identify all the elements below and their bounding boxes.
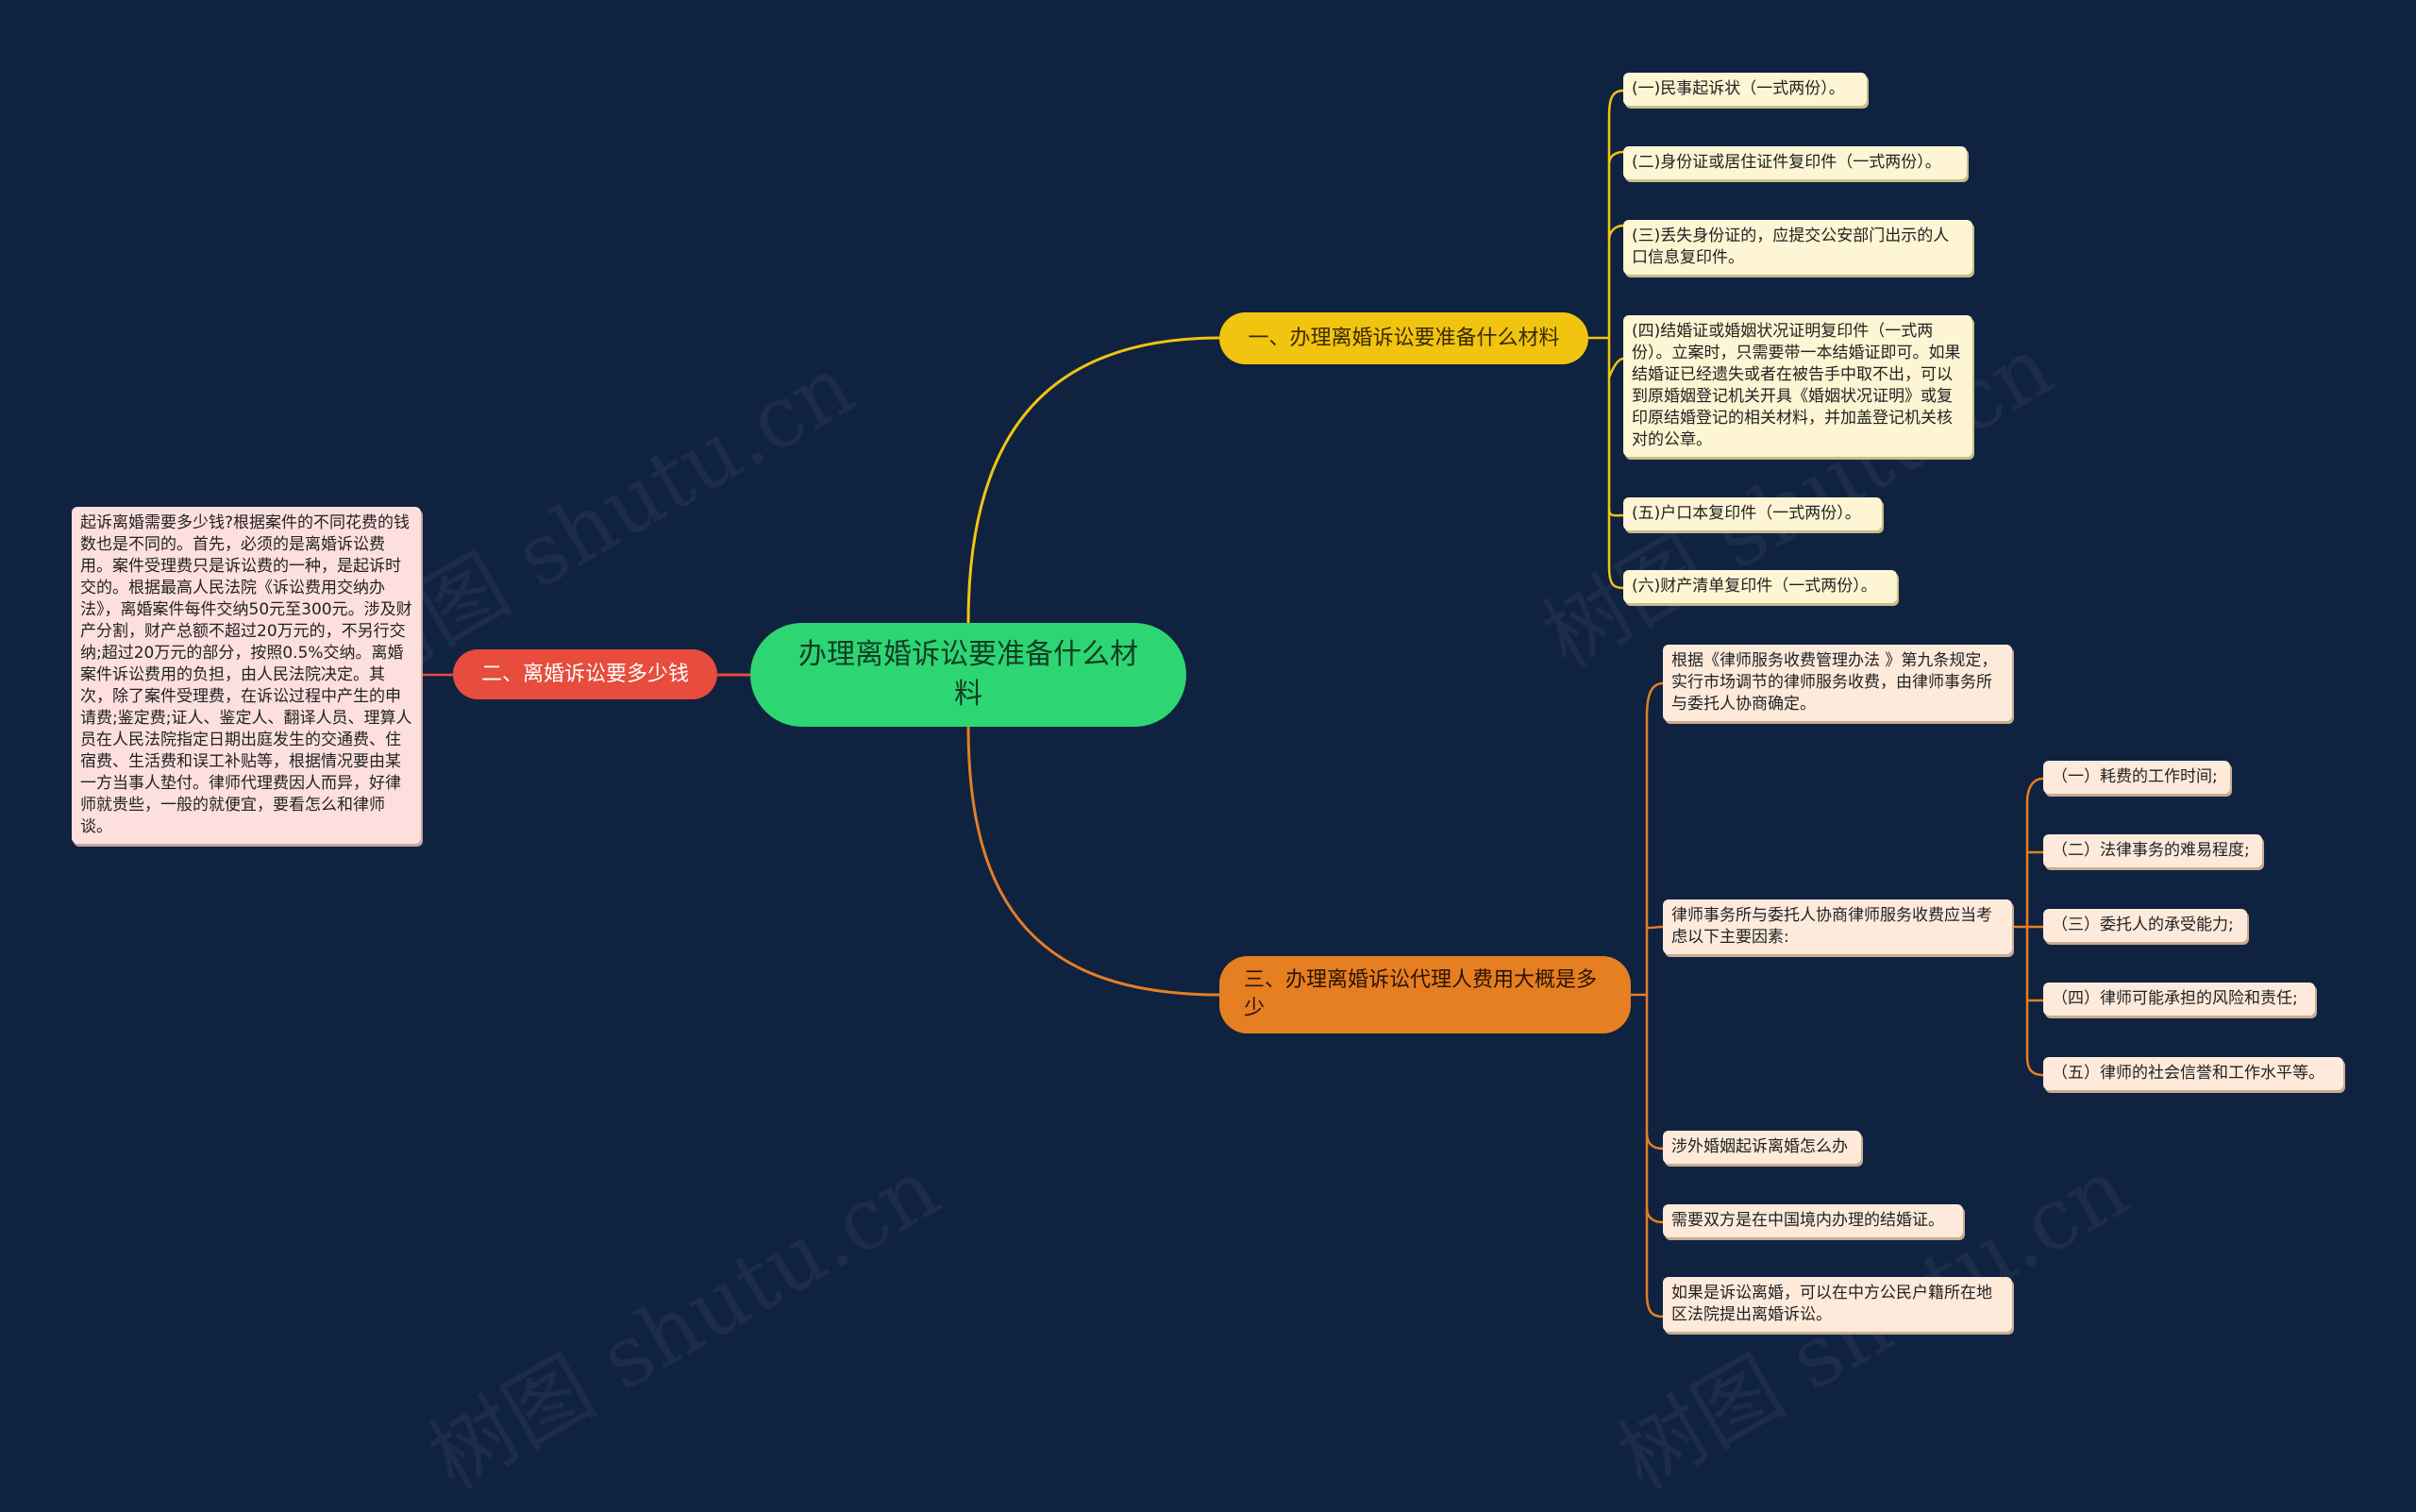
leaf-node[interactable]: 涉外婚姻起诉离婚怎么办 — [1663, 1131, 1861, 1164]
factor-text: （三）委托人的承受能力; — [2052, 916, 2234, 934]
factor-node[interactable]: （三）委托人的承受能力; — [2043, 909, 2247, 942]
factor-text: （四）律师可能承担的风险和责任; — [2052, 989, 2298, 1008]
leaf-text: 涉外婚姻起诉离婚怎么办 — [1671, 1137, 1848, 1156]
leaf-node[interactable]: 根据《律师服务收费管理办法 》第九条规定，实行市场调节的律师服务收费，由律师事务… — [1663, 645, 2012, 721]
leaf-text: (六)财产清单复印件（一式两份）。 — [1632, 577, 1877, 596]
branch-label: 一、办理离婚诉讼要准备什么材料 — [1248, 326, 1560, 350]
leaf-text: 如果是诉讼离婚，可以在中方公民户籍所在地区法院提出离婚诉讼。 — [1671, 1284, 1992, 1324]
leaf-node[interactable]: 律师事务所与委托人协商律师服务收费应当考虑以下主要因素: — [1663, 899, 2012, 954]
branch-node-materials[interactable]: 一、办理离婚诉讼要准备什么材料 — [1219, 312, 1588, 364]
leaf-node[interactable]: (四)结婚证或婚姻状况证明复印件（一式两份）。立案时，只需要带一本结婚证即可。如… — [1623, 315, 1972, 457]
factor-node[interactable]: （四）律师可能承担的风险和责任; — [2043, 983, 2315, 1016]
leaf-text: (四)结婚证或婚姻状况证明复印件（一式两份）。立案时，只需要带一本结婚证即可。如… — [1632, 322, 1961, 449]
leaf-node[interactable]: 需要双方是在中国境内办理的结婚证。 — [1663, 1204, 1963, 1237]
leaf-node[interactable]: (一)民事起诉状（一式两份）。 — [1623, 73, 1867, 106]
connector-branch1-leaves — [1588, 89, 1624, 590]
leaf-text: 律师事务所与委托人协商律师服务收费应当考虑以下主要因素: — [1671, 906, 1992, 947]
leaf-node[interactable]: (二)身份证或居住证件复印件（一式两份）。 — [1623, 146, 1967, 179]
factor-node[interactable]: （一）耗费的工作时间; — [2043, 761, 2230, 794]
connector-root-branch3 — [966, 726, 1220, 997]
factor-node[interactable]: （五）律师的社会信誉和工作水平等。 — [2043, 1057, 2343, 1090]
root-node[interactable]: 办理离婚诉讼要准备什么材料 — [750, 623, 1186, 727]
connector-root-branch1 — [966, 336, 1220, 624]
branch-label: 三、办理离婚诉讼代理人费用大概是多少 — [1244, 968, 1598, 1020]
leaf-node[interactable]: (五)户口本复印件（一式两份）。 — [1623, 497, 1882, 530]
leaf-text: (一)民事起诉状（一式两份）。 — [1632, 79, 1845, 98]
leaf-text: (二)身份证或居住证件复印件（一式两份）。 — [1632, 153, 1941, 172]
mindmap-canvas: 树图 shutu.cn 树图 shutu.cn 树图 shutu.cn 树图 s… — [72, 73, 2343, 1508]
branch-label: 二、离婚诉讼要多少钱 — [480, 662, 689, 686]
root-label: 办理离婚诉讼要准备什么材料 — [798, 638, 1138, 711]
leaf-node[interactable]: (三)丢失身份证的，应提交公安部门出示的人口信息复印件。 — [1623, 220, 1972, 275]
leaf-node[interactable]: 如果是诉讼离婚，可以在中方公民户籍所在地区法院提出离婚诉讼。 — [1663, 1277, 2012, 1332]
factor-node[interactable]: （二）法律事务的难易程度; — [2043, 834, 2262, 867]
leaf-text: 需要双方是在中国境内办理的结婚证。 — [1671, 1211, 1944, 1230]
factor-text: （二）法律事务的难易程度; — [2052, 841, 2250, 860]
connector-lines — [421, 89, 2044, 1319]
leaf-text: 根据《律师服务收费管理办法 》第九条规定，实行市场调节的律师服务收费，由律师事务… — [1671, 651, 1998, 714]
leaf-node[interactable]: (六)财产清单复印件（一式两份）。 — [1623, 570, 1897, 603]
leaf-text: (五)户口本复印件（一式两份）。 — [1632, 504, 1861, 523]
branch-node-cost[interactable]: 二、离婚诉讼要多少钱 — [453, 649, 717, 699]
leaf-text: 起诉离婚需要多少钱?根据案件的不同花费的钱数也是不同的。首先，必须的是离婚诉讼费… — [80, 513, 412, 836]
leaf-node[interactable]: 起诉离婚需要多少钱?根据案件的不同花费的钱数也是不同的。首先，必须的是离婚诉讼费… — [72, 507, 421, 844]
leaf-text: (三)丢失身份证的，应提交公安部门出示的人口信息复印件。 — [1632, 227, 1950, 267]
factor-text: （一）耗费的工作时间; — [2052, 767, 2218, 786]
factor-text: （五）律师的社会信誉和工作水平等。 — [2052, 1064, 2324, 1083]
connector-branch3-leaves — [1631, 681, 2044, 1319]
branch-node-agent-fee[interactable]: 三、办理离婚诉讼代理人费用大概是多少 — [1219, 956, 1631, 1033]
